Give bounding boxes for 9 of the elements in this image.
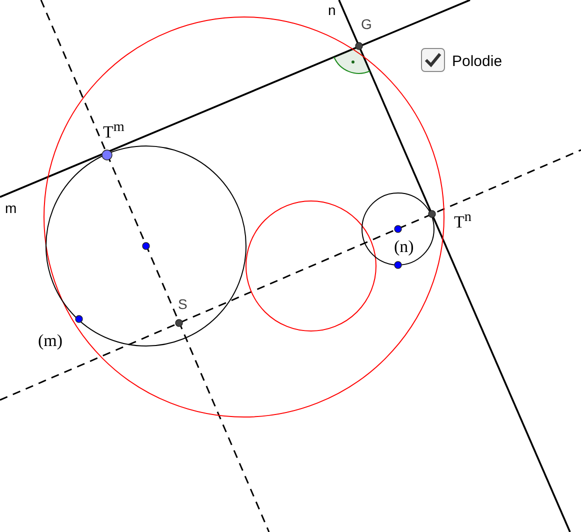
point-label: G (361, 17, 372, 31)
line-label: n (328, 3, 336, 17)
circle-label: (m) (38, 332, 63, 349)
point-label: S (178, 297, 188, 311)
point-label: T$^{n}$ (454, 210, 472, 231)
line-label: m (5, 201, 17, 215)
checkbox-label: Polodie (452, 54, 502, 69)
circle-label: (n) (394, 238, 414, 255)
point-label: T$^{m}$ (103, 120, 124, 141)
